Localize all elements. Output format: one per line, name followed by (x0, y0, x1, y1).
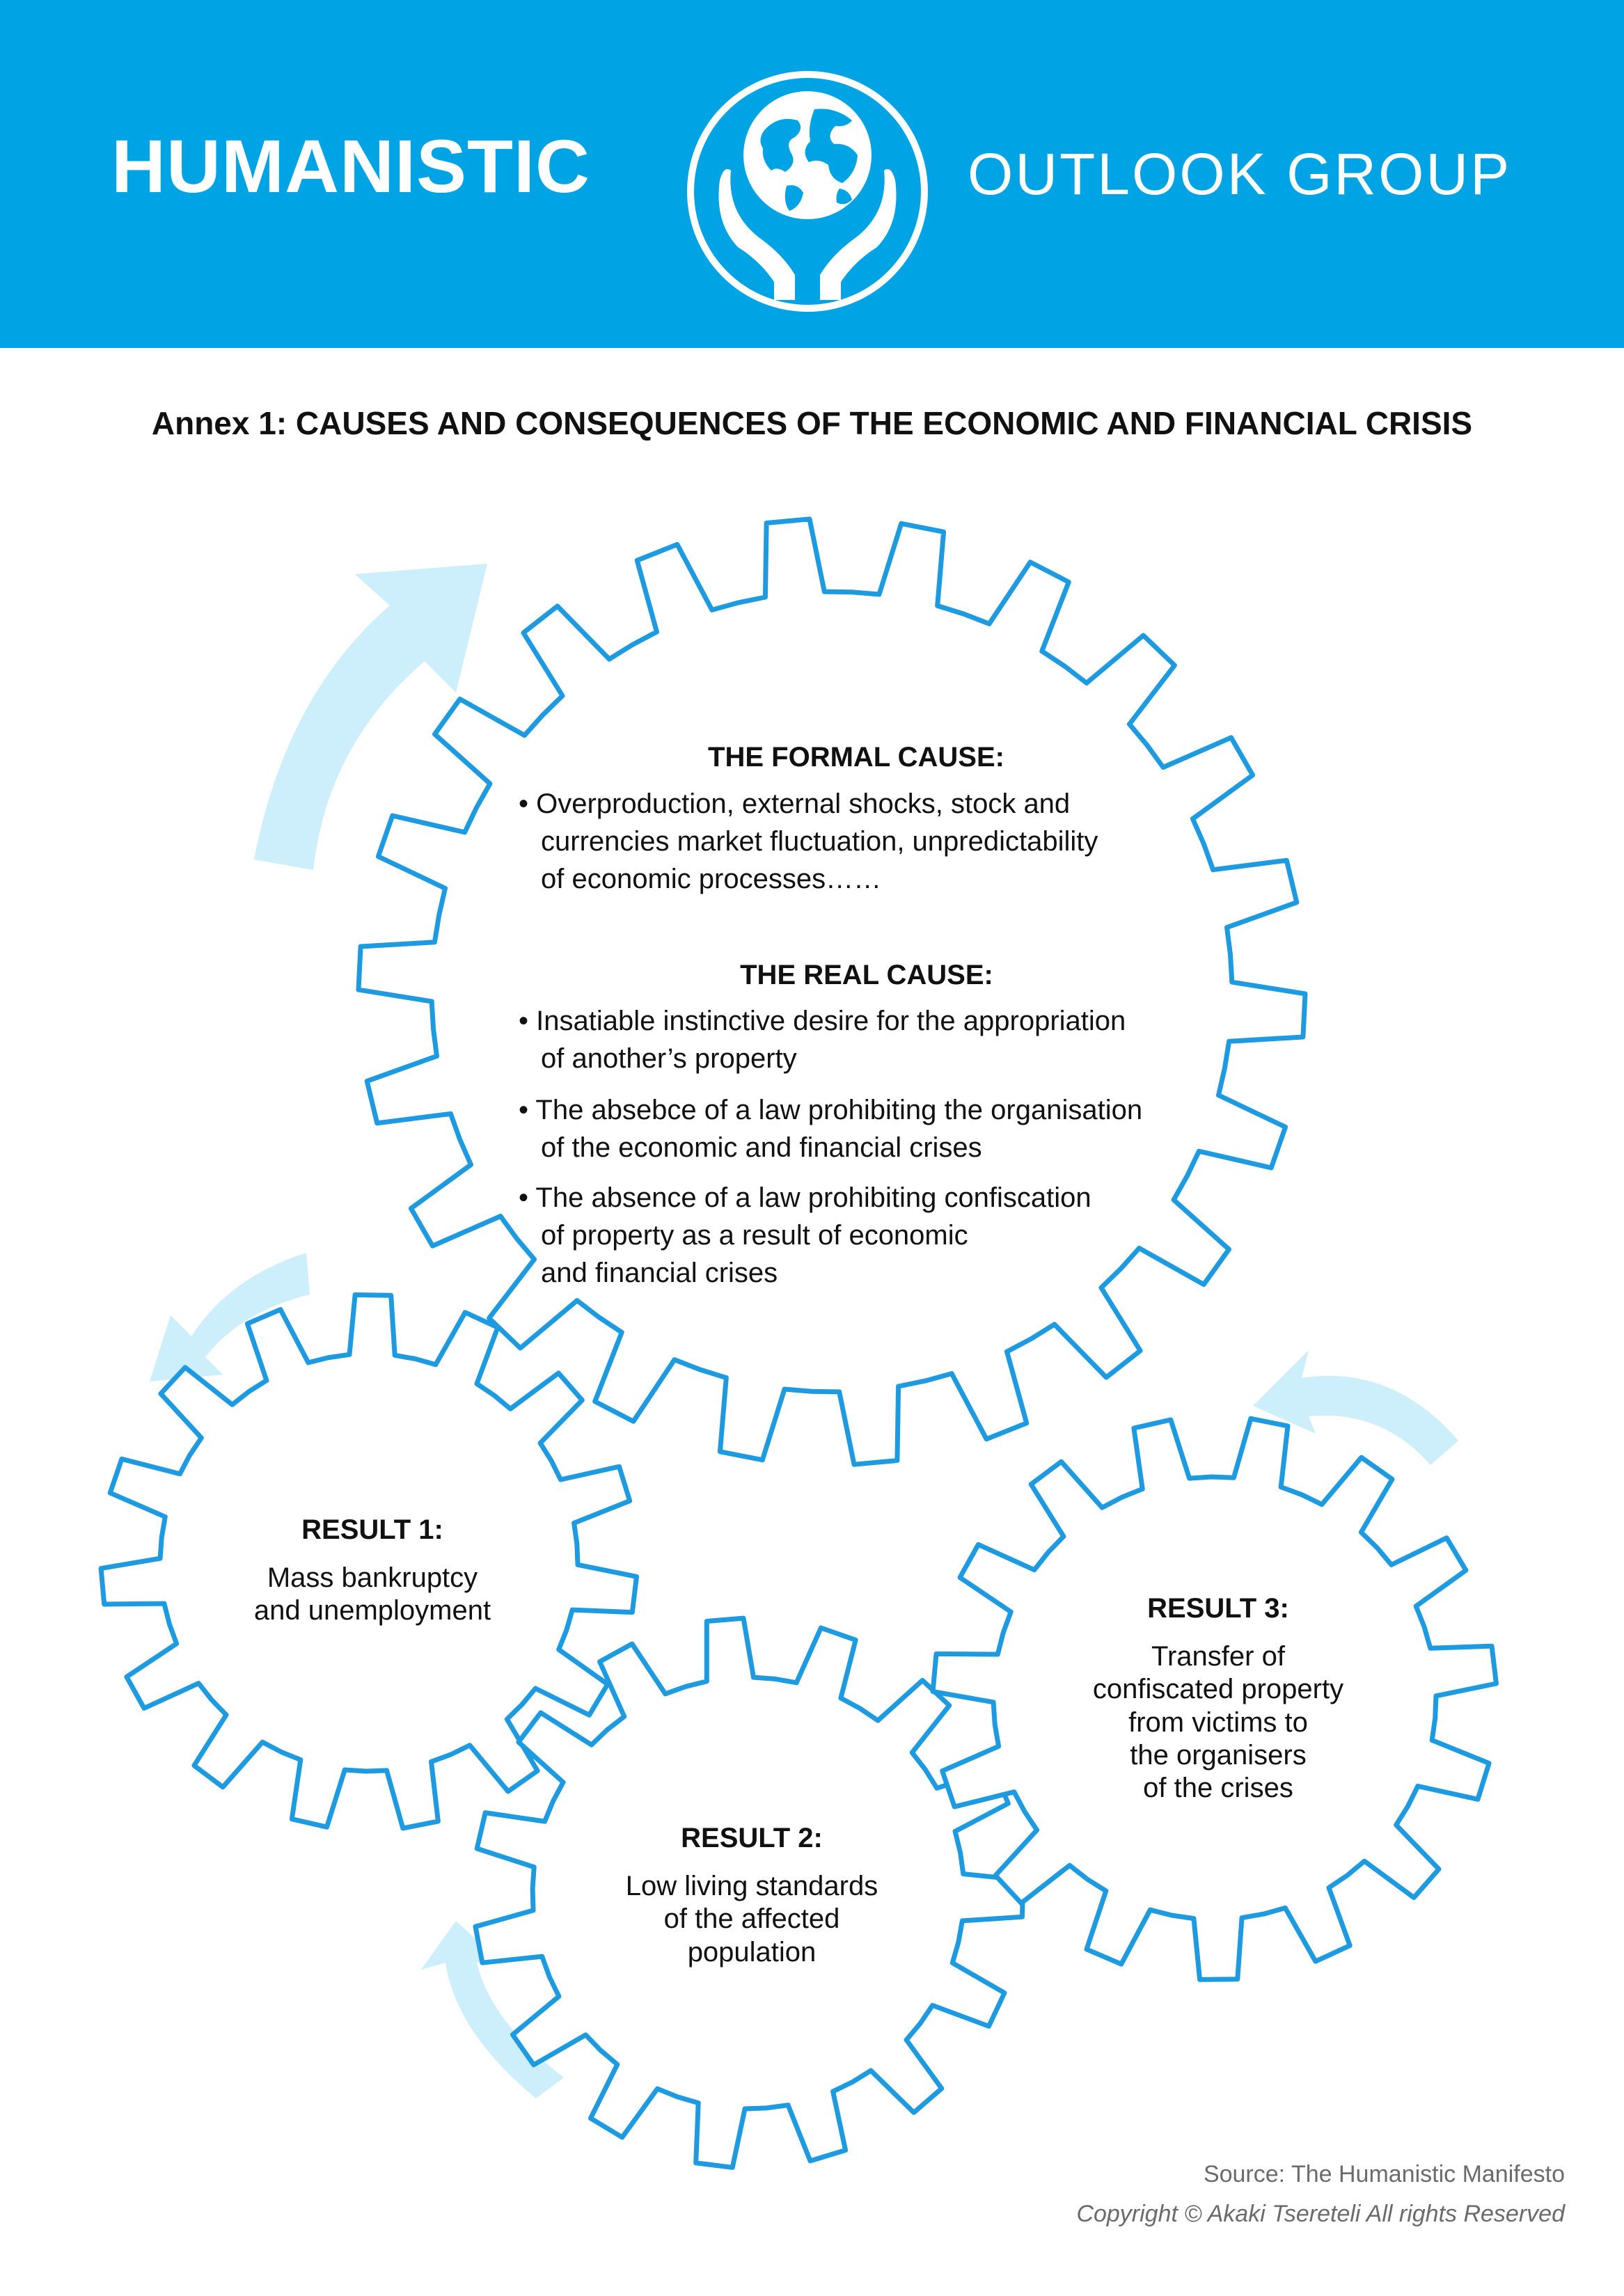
gear-main-cause (356, 516, 1308, 1467)
real-cause-bullet-line: The absebce of a law prohibiting the org… (535, 1095, 1143, 1125)
result-2-line: of the affected (663, 1903, 840, 1935)
formal-cause-bullet-line: of economic processes…… (541, 864, 882, 894)
copyright-note: Copyright © Akaki Tsereteli All rights R… (1076, 2201, 1565, 2227)
annex-title: Annex 1: CAUSES AND CONSEQUENCES OF THE … (151, 405, 1473, 441)
result-2-line: Low living standards (625, 1871, 878, 1902)
result-1-line: Mass bankruptcy (267, 1562, 478, 1594)
result-3-line: confiscated property (1092, 1674, 1344, 1705)
formal-cause-bullet-line: currencies market fluctuation, unpredict… (541, 826, 1098, 857)
result-1-heading: RESULT 1: (301, 1514, 443, 1545)
gear-result-1 (98, 1292, 639, 1831)
real-cause-bullet-3: • The absence of a law prohibiting confi… (519, 1179, 1091, 1292)
gear-result-2 (473, 1615, 1026, 2170)
formal-cause-heading: THE FORMAL CAUSE: (708, 742, 1004, 773)
result-2-text: RESULT 2: Low living standards of the af… (595, 1822, 908, 1969)
real-cause-bullet-2: • The absebce of a law prohibiting the o… (519, 1091, 1142, 1166)
formal-cause-bullet: • Overproduction, external shocks, stock… (519, 785, 1098, 898)
real-cause-bullet-line: of property as a result of economic (541, 1220, 968, 1251)
real-cause-bullet-1: • Insatiable instinctive desire for the … (519, 1002, 1126, 1077)
result-2-heading: RESULT 2: (681, 1823, 823, 1853)
result-3-line: the organisers (1130, 1739, 1307, 1771)
real-cause-bullet-line: of another’s property (541, 1043, 797, 1074)
result-3-heading: RESULT 3: (1147, 1593, 1289, 1624)
formal-cause-bullet-line: Overproduction, external shocks, stock a… (536, 789, 1071, 819)
result-3-line: Transfer of (1151, 1641, 1285, 1672)
result-3-line: of the crises (1143, 1772, 1293, 1803)
result-3-text: RESULT 3: Transfer of confiscated proper… (1062, 1592, 1375, 1805)
real-cause-heading: THE REAL CAUSE: (740, 960, 993, 990)
real-cause-bullet-line: of the economic and financial crises (541, 1132, 982, 1163)
globe-in-hands-icon (687, 71, 928, 312)
arrow-top-left (254, 564, 487, 870)
header-banner: HUMANISTIC OUTLOOK GROUP (0, 0, 1624, 348)
real-cause-bullet-line: Insatiable instinctive desire for the ap… (536, 1006, 1126, 1036)
result-3-line: from victims to (1128, 1707, 1308, 1738)
brand-name-right: OUTLOOK GROUP (968, 141, 1512, 207)
arrow-left (150, 1253, 310, 1381)
brand-name-left: HUMANISTIC (111, 124, 590, 208)
real-cause-bullet-line: and financial crises (541, 1258, 778, 1288)
source-note: Source: The Humanistic Manifesto (1203, 2161, 1565, 2187)
arrow-right (1253, 1350, 1458, 1465)
real-cause-bullet-line: The absence of a law prohibiting confisc… (535, 1182, 1091, 1213)
result-1-line: and unemployment (253, 1595, 491, 1626)
gear-result-3 (930, 1416, 1499, 1982)
result-2-line: population (687, 1936, 817, 1968)
result-1-text: RESULT 1: Mass bankruptcy and unemployme… (216, 1514, 529, 1628)
